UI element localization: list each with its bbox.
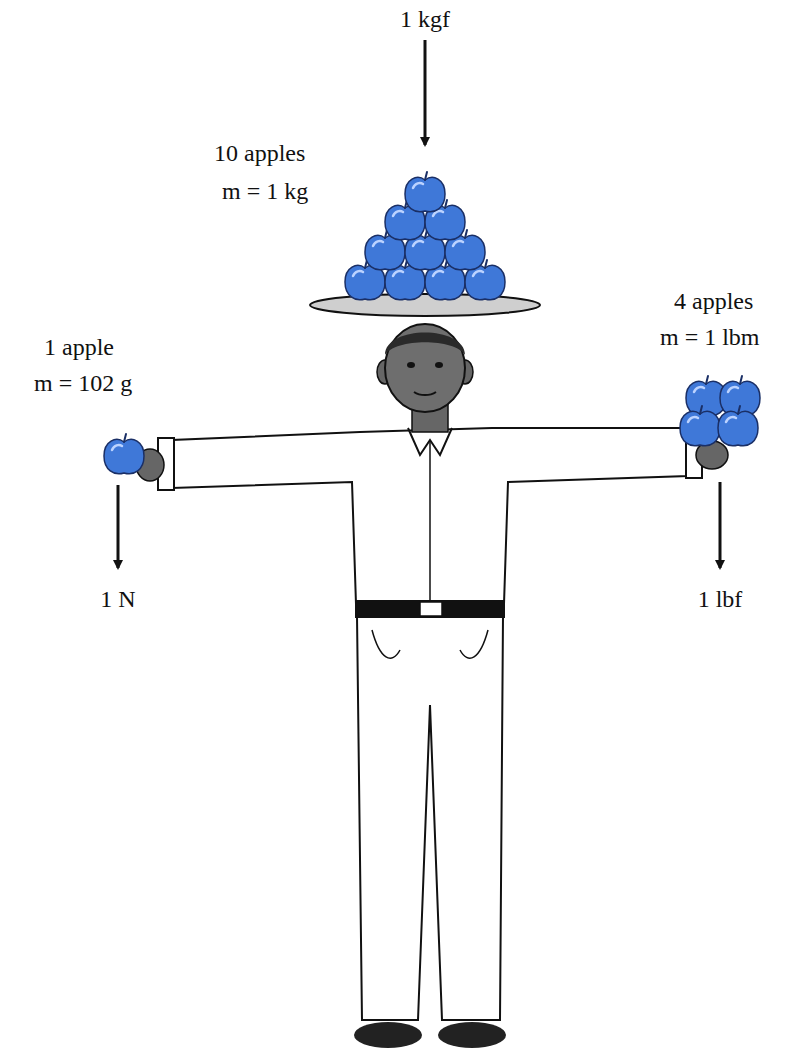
pocket bbox=[372, 630, 488, 658]
face bbox=[385, 324, 465, 412]
mass-label: m = 1 kg bbox=[222, 178, 308, 206]
hair bbox=[385, 333, 465, 356]
apple-group bbox=[680, 376, 760, 446]
belt bbox=[355, 600, 505, 618]
force-arrow bbox=[117, 485, 120, 568]
single-apple bbox=[104, 434, 144, 474]
mouth bbox=[414, 392, 436, 395]
apple-pile bbox=[345, 172, 505, 300]
shoe bbox=[438, 1022, 506, 1048]
belt-buckle bbox=[420, 602, 442, 616]
mass-label: 1 apple bbox=[44, 334, 114, 362]
mass-label: 4 apples bbox=[674, 288, 753, 316]
mass-label: m = 1 lbm bbox=[660, 324, 760, 352]
force-label: 1 N bbox=[100, 586, 135, 614]
force-label: 1 kgf bbox=[400, 6, 450, 34]
force-label: 1 lbf bbox=[698, 586, 743, 614]
force-arrow bbox=[719, 482, 722, 568]
eye bbox=[435, 362, 443, 368]
eye bbox=[407, 362, 415, 368]
trousers bbox=[357, 616, 503, 1020]
mass-label: m = 102 g bbox=[34, 370, 132, 398]
force-arrow bbox=[424, 40, 427, 145]
shoe bbox=[354, 1022, 422, 1048]
plate bbox=[310, 294, 540, 316]
mass-label: 10 apples bbox=[214, 140, 305, 168]
shirt-placket bbox=[429, 440, 431, 600]
shirt bbox=[172, 428, 688, 604]
